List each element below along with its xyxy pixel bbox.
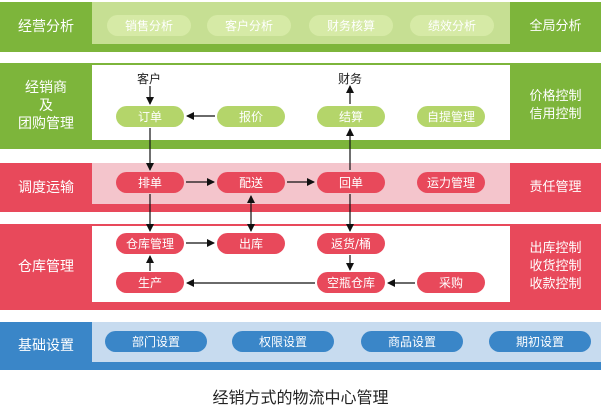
outbound-control-label: 出库控制 — [529, 241, 582, 256]
dealer-label-line-2: 及 — [39, 98, 53, 114]
basic-row-label: 基础设置 — [0, 322, 92, 370]
purchase-pill[interactable]: 采购 — [417, 272, 485, 293]
finance-label: 财务 — [338, 72, 363, 86]
analysis-row-label: 经营分析 — [0, 2, 92, 52]
warehouse-row-top-border — [0, 224, 601, 226]
warehouse-row-right-label: 出库控制 收货控制 收款控制 — [510, 224, 601, 310]
warehouse-row-bg — [0, 224, 601, 308]
quote-pill[interactable]: 报价 — [217, 106, 285, 127]
analysis-row-right-label: 全局分析 — [510, 2, 601, 52]
analysis-row-bg — [0, 2, 601, 50]
performance-analysis-pill[interactable]: 绩效分析 — [410, 15, 494, 36]
receiving-control-label: 收货控制 — [529, 259, 582, 274]
warehouse-row-bar — [0, 302, 601, 310]
dispatch-row-label: 调度运输 — [0, 163, 92, 212]
dealer-row-label: 经销商 及 团购管理 — [0, 63, 92, 149]
dealer-label-line-1: 经销商 — [25, 80, 67, 96]
basic-row-bar — [0, 362, 601, 370]
department-setup-pill[interactable]: 部门设置 — [105, 331, 207, 352]
settle-pill[interactable]: 结算 — [317, 106, 385, 127]
outbound-pill[interactable]: 出库 — [217, 233, 285, 254]
order-pill[interactable]: 订单 — [116, 106, 184, 127]
permission-setup-pill[interactable]: 权限设置 — [232, 331, 334, 352]
credit-control-label: 信用控制 — [529, 107, 582, 122]
dealer-row-bg — [0, 63, 601, 150]
empty-bottle-pill[interactable]: 空瓶仓库 — [317, 272, 385, 293]
analysis-row-bar — [0, 44, 601, 52]
schedule-pill[interactable]: 排单 — [116, 172, 184, 193]
warehouse-mgmt-pill[interactable]: 仓库管理 — [116, 233, 184, 254]
dispatch-row-bg — [0, 163, 601, 209]
dispatch-row-right-label: 责任管理 — [510, 163, 601, 212]
warehouse-row-label: 仓库管理 — [0, 224, 92, 310]
dealer-row-top-border — [0, 63, 601, 65]
capacity-pill[interactable]: 运力管理 — [417, 172, 485, 193]
dealer-row-bar — [0, 140, 601, 149]
sales-analysis-pill[interactable]: 销售分析 — [107, 15, 191, 36]
opening-setup-pill[interactable]: 期初设置 — [489, 331, 591, 352]
dispatch-row-bar — [0, 204, 601, 212]
customer-analysis-pill[interactable]: 客户分析 — [207, 15, 291, 36]
diagram-caption: 经销方式的物流中心管理 — [212, 388, 389, 407]
customer-label: 客户 — [137, 72, 162, 86]
dealer-label-line-3: 团购管理 — [18, 116, 74, 132]
collection-control-label: 收款控制 — [529, 277, 582, 292]
return-bucket-pill[interactable]: 返货/桶 — [317, 233, 385, 254]
production-pill[interactable]: 生产 — [116, 272, 184, 293]
dealer-row-right-label: 价格控制 信用控制 — [510, 63, 601, 149]
self-pickup-pill[interactable]: 自提管理 — [417, 106, 485, 127]
finance-accounting-pill[interactable]: 财务核算 — [309, 15, 393, 36]
receipt-pill[interactable]: 回单 — [317, 172, 385, 193]
product-setup-pill[interactable]: 商品设置 — [361, 331, 463, 352]
price-control-label: 价格控制 — [529, 89, 582, 104]
delivery-pill[interactable]: 配送 — [217, 172, 285, 193]
